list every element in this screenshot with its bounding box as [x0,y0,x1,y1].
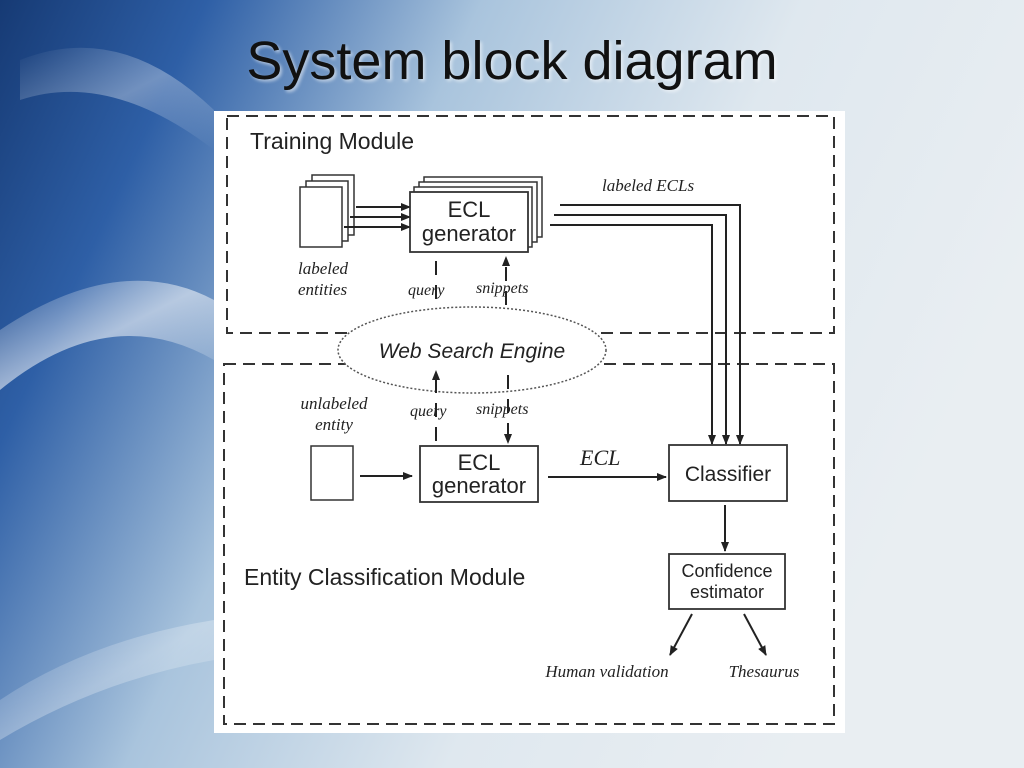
unlabeled-entity-label-line2: entity [315,415,353,434]
classification-module-label: Entity Classification Module [244,564,525,590]
classification-generator-label-line2: generator [432,473,526,498]
diagram-card: Training Module labeled entities ECL gen… [214,111,845,733]
arrow-to-thesaurus [743,613,767,656]
unlabeled-entity-document [310,445,354,501]
labeled-entities-documents [299,174,355,248]
classification-ecl-generator [419,445,539,503]
confidence-label-line1: Confidence [681,561,772,581]
ecl-label: ECL [579,445,620,470]
unlabeled-entity-label-line1: unlabeled [300,394,368,413]
classification-snippets-label: snippets [476,401,528,418]
labeled-ecls-label: labeled ECLs [602,176,694,195]
confidence-estimator-box [668,553,786,610]
classifier-box [668,444,788,502]
web-search-engine-label: Web Search Engine [379,340,565,363]
labeled-ecls-arrow-3 [550,224,716,445]
training-query-label: query [408,282,445,299]
thesaurus-label: Thesaurus [729,662,800,681]
classifier-label: Classifier [685,463,771,486]
labeled-ecls-arrow-1 [560,204,744,445]
training-module-label: Training Module [250,128,414,154]
web-search-engine-ellipse [337,306,607,394]
classification-generator-label-line1: ECL [458,450,501,475]
labeled-entities-label-line1: labeled [298,259,349,278]
arrow-to-human-validation [669,613,693,656]
confidence-label-line2: estimator [690,582,764,602]
labeled-entities-label-line2: entities [298,280,347,299]
training-snippets-label: snippets [476,280,528,297]
training-generator-label-line1: ECL [448,197,491,222]
training-ecl-generator [409,176,543,253]
training-generator-label-line2: generator [422,221,516,246]
system-block-diagram: Training Module labeled entities ECL gen… [223,115,835,725]
slide-title: System block diagram [246,31,778,91]
human-validation-label: Human validation [544,662,668,681]
classification-query-label: query [410,403,447,420]
labeled-ecls-arrow-2 [554,214,730,445]
